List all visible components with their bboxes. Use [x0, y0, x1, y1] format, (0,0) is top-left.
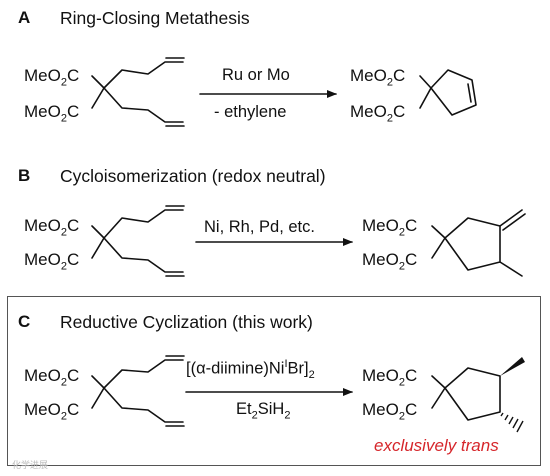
section-b-title: Cycloisomerization (redox neutral) [60, 166, 326, 186]
a-condition-bottom: - ethylene [214, 103, 287, 121]
a-condition-top: Ru or Mo [222, 66, 290, 84]
a-product-ester-top: MeO2C [350, 66, 406, 89]
a-product-ring [419, 69, 477, 116]
watermark: 化学进展 [12, 460, 49, 470]
c-product-ester-top: MeO2C [362, 366, 418, 389]
hashed-bond [500, 412, 524, 433]
wedge-bond [500, 357, 525, 376]
b-reactant-ester-bottom: MeO2C [24, 250, 80, 273]
b-product-ester-bottom: MeO2C [362, 250, 418, 273]
b-condition-top: Ni, Rh, Pd, etc. [204, 218, 315, 236]
a-product-ester-bottom: MeO2C [350, 102, 406, 125]
c-product-ester-bottom: MeO2C [362, 400, 418, 423]
c-condition-top: [(α-diimine)NiIBr]2 [186, 358, 315, 381]
c-product-ring [431, 357, 525, 433]
b-product-ring [431, 209, 526, 277]
stereo-note: exclusively trans [374, 436, 499, 455]
section-b-letter: B [18, 166, 31, 185]
section-c-frame [7, 296, 541, 466]
section-a-letter: A [18, 8, 31, 27]
a-reactant-ester-bottom: MeO2C [24, 102, 80, 125]
b-reactant-ester-top: MeO2C [24, 216, 80, 239]
c-reactant-skeleton [91, 355, 185, 427]
section-c-title: Reductive Cyclization (this work) [60, 312, 313, 332]
b-reactant-skeleton [91, 205, 185, 277]
b-product-ester-top: MeO2C [362, 216, 418, 239]
c-reactant-ester-top: MeO2C [24, 366, 80, 389]
section-c-letter: C [18, 312, 31, 331]
c-reactant-ester-bottom: MeO2C [24, 400, 80, 423]
section-a-title: Ring-Closing Metathesis [60, 8, 250, 28]
a-reactant-ester-top: MeO2C [24, 66, 80, 89]
c-condition-bottom: Et2SiH2 [236, 400, 291, 422]
a-reactant-skeleton [91, 57, 185, 127]
